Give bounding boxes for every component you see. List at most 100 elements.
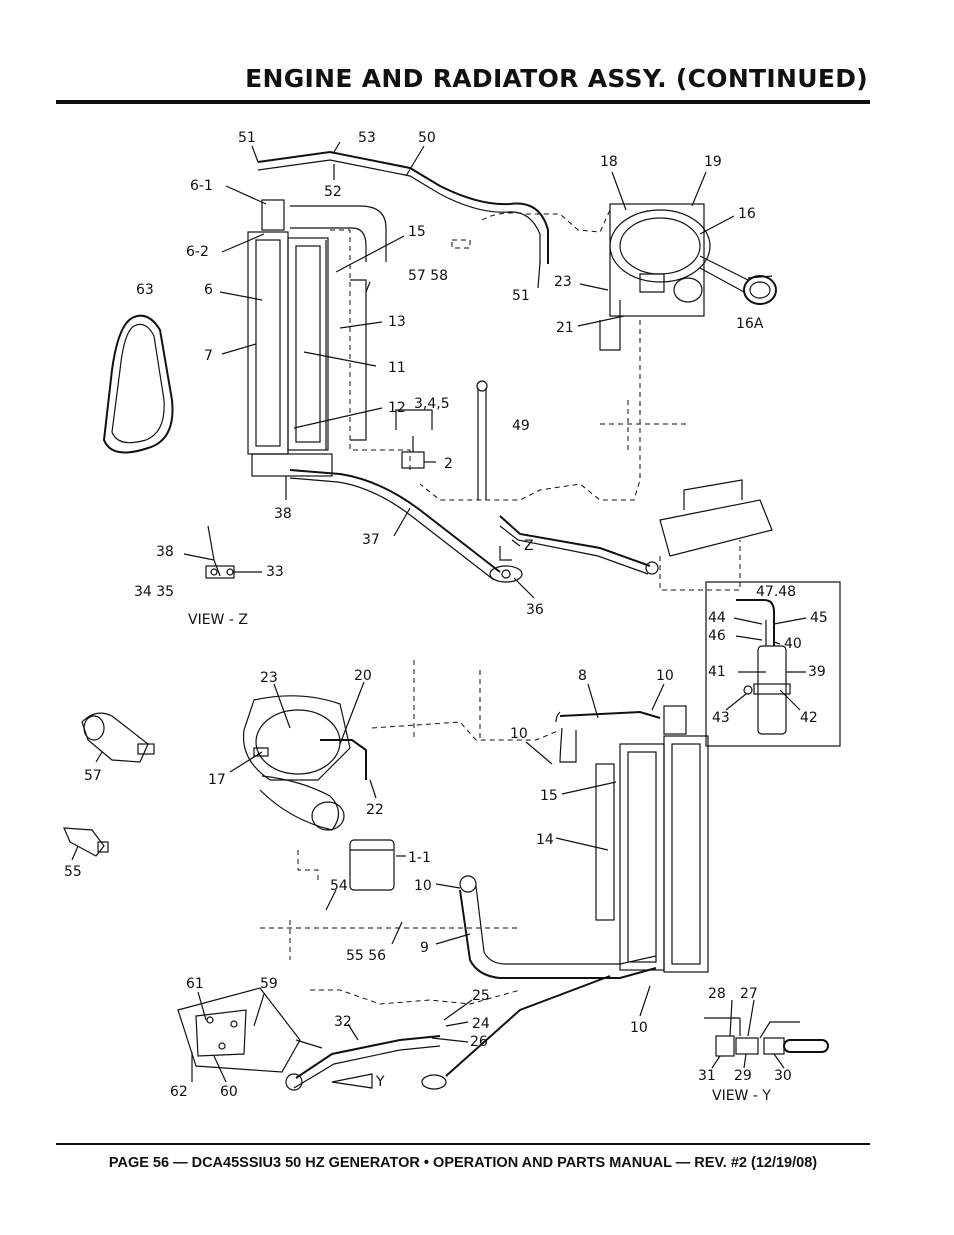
page-title: ENGINE AND RADIATOR ASSY. (CONTINUED) <box>245 64 868 93</box>
callout-51a: 51 <box>238 130 256 146</box>
callout-6: 6 <box>204 282 213 298</box>
callout-40: 40 <box>784 636 802 652</box>
callout-21: 21 <box>556 320 574 336</box>
view-y-detail <box>704 1017 829 1057</box>
callout-18: 18 <box>600 154 618 170</box>
callout-15b: 15 <box>540 788 558 804</box>
callout-55-56: 55 56 <box>346 948 386 964</box>
callout-6-2: 6-2 <box>186 244 209 260</box>
callout-32: 32 <box>334 1014 352 1030</box>
callout-51b: 51 <box>512 288 530 304</box>
view-z-label: VIEW - Z <box>188 612 248 628</box>
callout-41: 41 <box>708 664 726 680</box>
callout-13: 13 <box>388 314 406 330</box>
element-16a <box>743 275 777 305</box>
callout-10b: 10 <box>510 726 528 742</box>
leader-lines-bottom <box>71 681 785 1089</box>
callout-55a: 55 <box>64 864 82 880</box>
callout-36: 36 <box>526 602 544 618</box>
callout-34-35: 34 35 <box>134 584 174 600</box>
callout-43: 43 <box>712 710 730 726</box>
engine-outline-top <box>419 209 690 501</box>
oil-filter-1-1 <box>349 839 395 891</box>
filter-inset <box>705 581 841 747</box>
callout-25: 25 <box>472 988 490 1004</box>
callout-27: 27 <box>740 986 758 1002</box>
callout-12: 12 <box>388 400 406 416</box>
callout-23b: 23 <box>260 670 278 686</box>
callout-57: 57 <box>84 768 102 784</box>
callout-7: 7 <box>204 348 213 364</box>
callout-28: 28 <box>708 986 726 1002</box>
leader-lines-top <box>183 141 807 711</box>
muffler-top <box>659 479 773 591</box>
callout-1-1: 1-1 <box>408 850 431 866</box>
view-z-detail <box>205 525 235 579</box>
callout-37: 37 <box>362 532 380 548</box>
callout-29: 29 <box>734 1068 752 1084</box>
callout-24: 24 <box>472 1016 490 1032</box>
hose-50 <box>257 150 549 264</box>
hose-9 <box>459 875 657 979</box>
air-cleaner-top <box>599 203 749 351</box>
callout-45: 45 <box>810 610 828 626</box>
callout-16a: 16A <box>736 316 764 332</box>
air-cleaner-bottom <box>242 695 367 831</box>
page-footer: PAGE 56 — DCA45SSIU3 50 HZ GENERATOR • O… <box>108 1155 818 1171</box>
callout-42: 42 <box>800 710 818 726</box>
callout-61: 61 <box>186 976 204 992</box>
footer-rule <box>56 1143 870 1145</box>
callout-14: 14 <box>536 832 554 848</box>
callout-57-58: 57 58 <box>408 268 448 284</box>
callout-38a: 38 <box>274 506 292 522</box>
callout-10c: 10 <box>414 878 432 894</box>
callout-33: 33 <box>266 564 284 580</box>
radiator-top <box>247 199 411 477</box>
engine-outline-bottom <box>260 660 561 1005</box>
callout-59: 59 <box>260 976 278 992</box>
pipe-z <box>499 515 659 575</box>
callout-53: 53 <box>358 130 376 146</box>
callout-9: 9 <box>420 940 429 956</box>
pipe-32 <box>285 975 611 1091</box>
callout-23a: 23 <box>554 274 572 290</box>
part-2-3-4-5 <box>395 409 433 469</box>
callout-26: 26 <box>470 1034 488 1050</box>
flange-36 <box>489 546 523 583</box>
callout-47-48: 47.48 <box>756 584 796 600</box>
callout-63: 63 <box>136 282 154 298</box>
callout-50: 50 <box>418 130 436 146</box>
callouts-bottom: 23 20 8 10 10 17 57 22 15 14 55 1-1 54 1… <box>64 668 792 1104</box>
callout-z: Z <box>524 538 534 554</box>
callout-2: 2 <box>444 456 453 472</box>
callout-10d: 10 <box>630 1020 648 1036</box>
callout-52: 52 <box>324 184 342 200</box>
callout-46: 46 <box>708 628 726 644</box>
callout-17: 17 <box>208 772 226 788</box>
callouts-top: 51 53 50 6-1 52 18 19 6-2 15 16 63 57 58… <box>134 130 828 726</box>
callout-y: Y <box>375 1074 385 1090</box>
callout-15a: 15 <box>408 224 426 240</box>
callout-31: 31 <box>698 1068 716 1084</box>
callout-22: 22 <box>366 802 384 818</box>
bracket-59 <box>177 987 323 1073</box>
callout-10a: 10 <box>656 668 674 684</box>
callout-19: 19 <box>704 154 722 170</box>
callout-8: 8 <box>578 668 587 684</box>
hose-37 <box>289 469 501 581</box>
callout-38b: 38 <box>156 544 174 560</box>
callout-30: 30 <box>774 1068 792 1084</box>
callout-54: 54 <box>330 878 348 894</box>
callout-3-4-5: 3,4,5 <box>414 396 450 412</box>
view-y-label: VIEW - Y <box>712 1088 771 1104</box>
callout-39: 39 <box>808 664 826 680</box>
callout-11: 11 <box>388 360 406 376</box>
callout-60: 60 <box>220 1084 238 1100</box>
rod-49 <box>476 380 488 500</box>
fan-belt-63 <box>102 314 174 454</box>
callout-49: 49 <box>512 418 530 434</box>
callout-20: 20 <box>354 668 372 684</box>
sender-57 <box>81 712 155 763</box>
callout-44: 44 <box>708 610 726 626</box>
